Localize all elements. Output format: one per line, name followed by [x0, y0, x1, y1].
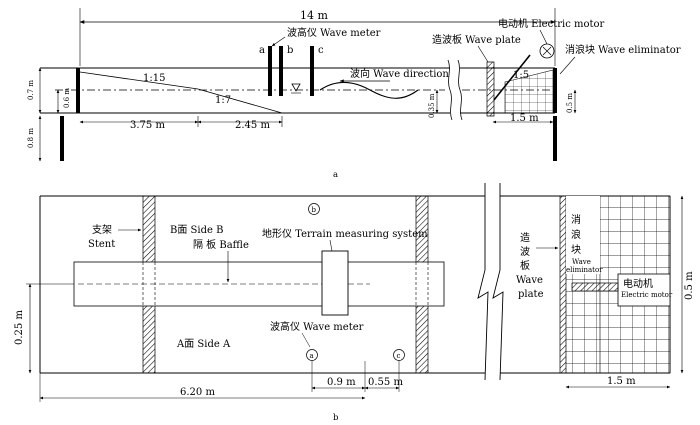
dim-0-55-label: 0.55 m — [368, 377, 403, 388]
break-mark-b — [477, 183, 489, 381]
motor-label-a: 电动机 Electric motor — [498, 17, 605, 30]
panel-a-side-view: 14 m 1:15 1:7 a b c 波高仪 Wave meter — [27, 8, 681, 180]
caption-b: b — [333, 413, 339, 423]
dim-0-35-label: 0.35 m — [428, 93, 436, 118]
wave-meter-label-a: 波高仪 Wave meter — [287, 26, 381, 39]
wave-meter-label-b: 波高仪 Wave meter — [270, 320, 364, 333]
eliminator-label-b-cn-2: 浪 — [571, 228, 581, 241]
eliminator-label-b-en-2: eliminator — [566, 266, 603, 274]
stent-label-en: Stent — [88, 239, 115, 250]
dim-0-25-label: 0.25 m — [14, 310, 25, 345]
wave-plate-label-b-cn-2: 波 — [520, 245, 530, 258]
svg-text:b: b — [312, 206, 317, 214]
side-a-label: A面 Side A — [176, 339, 231, 350]
stent-label-cn: 支架 — [92, 224, 112, 236]
terrain-label: 地形仪 Terrain measuring system — [262, 227, 428, 240]
slope-right-label: 1:5 — [513, 70, 529, 81]
dim-3-75-label: 3.75 m — [130, 120, 165, 131]
wave-direction-label: 波向 Wave direction — [350, 67, 449, 80]
water-surface-symbol — [291, 83, 301, 92]
motor-shaft-b — [571, 282, 619, 292]
dim-6-20-label: 6.20 m — [180, 387, 215, 398]
dim-0-9-label: 0.9 m — [327, 377, 356, 388]
side-b-label: B面 Side B — [170, 225, 223, 236]
probe-c — [310, 46, 314, 96]
eliminator-label-a: 消浪块 Wave eliminator — [565, 43, 681, 56]
wave-plate-label-b-en-1: Wave — [516, 275, 543, 286]
wave-plate-label-a: 造波板 Wave plate — [432, 33, 521, 46]
motor-label-b-cn: 电动机 — [623, 277, 653, 290]
dim-1-5-label-a: 1.5 m — [510, 113, 539, 124]
slope-upper-label: 1:15 — [143, 73, 165, 84]
wave-eliminator-a — [504, 69, 554, 114]
marker-c — [393, 349, 405, 361]
caption-a: a — [333, 170, 338, 180]
wave-plate-a — [486, 61, 495, 117]
break-mark-a — [447, 59, 453, 121]
dim-2-45-label: 2.45 m — [235, 120, 270, 131]
wave-curve — [319, 81, 419, 99]
motor-label-b-en: Electric motor — [621, 291, 673, 299]
dim-1-5-label-b: 1.5 m — [607, 376, 636, 387]
eliminator-label-b-cn-3: 块 — [571, 244, 581, 256]
slope-lower-label: 1:7 — [215, 95, 231, 106]
slope-1-7 — [197, 88, 283, 114]
wave-plate-label-b-en-2: plate — [518, 289, 544, 300]
right-wall-a — [553, 68, 557, 113]
probe-b — [279, 46, 283, 96]
svg-text:b: b — [287, 45, 293, 56]
svg-text:a: a — [259, 45, 265, 56]
left-wall-a — [76, 68, 80, 113]
eliminator-label-b-cn-1: 消 — [571, 213, 581, 226]
probe-a — [268, 46, 272, 96]
eliminator-label-b-en-1: Wave — [572, 258, 591, 266]
svg-text:c: c — [318, 45, 324, 56]
dim-0-6-label: 0.6 m — [63, 88, 71, 108]
svg-text:c: c — [397, 352, 401, 360]
panel-b-plan-view: 支架 Stent B面 Side B 隔 板 Baffle 地形仪 Terrai… — [14, 183, 695, 423]
slope-1-15 — [79, 71, 199, 90]
terrain-system-box — [321, 250, 349, 316]
dim-0-5-label-b: 0.5 m — [684, 271, 695, 300]
wave-plate-label-b-cn-3: 板 — [520, 259, 530, 272]
svg-text:a: a — [310, 352, 314, 360]
dim-0-8-label: 0.8 m — [27, 128, 35, 148]
dim-14m-label: 14 m — [300, 9, 328, 22]
marker-a — [306, 349, 318, 361]
dim-0-7-label: 0.7 m — [27, 80, 35, 100]
marker-b — [308, 203, 320, 215]
baffle-label: 隔 板 Baffle — [193, 238, 249, 251]
wave-plate-b — [559, 195, 567, 374]
wave-plate-label-b-cn-1: 造 — [520, 231, 530, 244]
dim-0-5-label-a: 0.5 m — [566, 93, 574, 113]
